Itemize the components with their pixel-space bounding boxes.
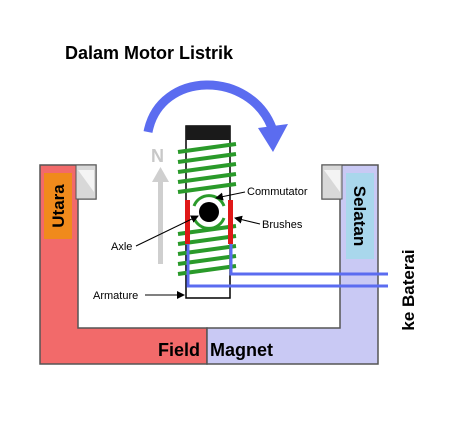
- north-pole-label: Utara: [49, 184, 68, 228]
- magnet-label: Magnet: [210, 340, 273, 360]
- south-pole-tag: [346, 173, 374, 259]
- brushes-pointer: [234, 215, 261, 225]
- to-battery-label: ke Baterai: [399, 249, 418, 330]
- axle-shaft: [199, 202, 219, 222]
- left-brush: [185, 200, 190, 244]
- south-pole-face: [321, 164, 343, 200]
- battery-wires: [186, 244, 388, 288]
- commutator-pointer: [215, 191, 246, 201]
- north-arrow-letter: N: [151, 146, 164, 166]
- north-arrow-icon: [152, 167, 169, 264]
- north-pole-face: [75, 164, 97, 200]
- brushes-label: Brushes: [262, 219, 303, 231]
- diagram-title: Dalam Motor Listrik: [65, 43, 234, 63]
- field-label: Field: [158, 340, 200, 360]
- armature-top-plate: [186, 126, 230, 140]
- right-brush: [228, 200, 233, 244]
- south-pole-label: Selatan: [350, 186, 369, 246]
- axle-pointer: [135, 215, 199, 247]
- commutator-label: Commutator: [247, 186, 308, 198]
- north-pole-tag: [44, 173, 72, 239]
- axle-label: Axle: [111, 241, 132, 253]
- rotation-arrow-icon: [143, 80, 288, 152]
- armature-label: Armature: [93, 290, 138, 302]
